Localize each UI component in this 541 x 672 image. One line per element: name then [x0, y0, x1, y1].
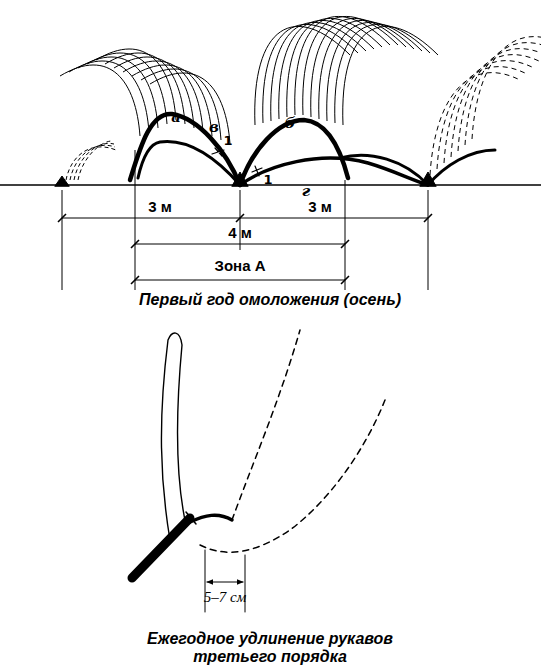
- shoot: [74, 143, 114, 180]
- part-letter: г: [302, 183, 310, 200]
- thick-branch: [428, 150, 495, 185]
- cut-mark: [252, 166, 262, 176]
- shoot: [437, 67, 527, 169]
- shoot: [150, 73, 230, 144]
- dashed-shoot: [232, 330, 300, 520]
- part-letter: в: [209, 119, 219, 136]
- dashed-shoot: [200, 400, 385, 552]
- shoot: [303, 16, 398, 115]
- extension-line: [62, 150, 428, 290]
- zone-label: Зона А: [215, 257, 266, 274]
- dimension-lines: [58, 150, 432, 290]
- shoot: [87, 53, 167, 124]
- shoot: [343, 26, 438, 125]
- shoot: [60, 65, 140, 136]
- shoot: [96, 49, 176, 120]
- shoot: [430, 73, 520, 175]
- thick-branch: [130, 114, 240, 185]
- part-letter: б: [285, 115, 296, 132]
- dimension-tick: [58, 214, 432, 284]
- shoot: [465, 43, 541, 145]
- dimension: 3 м: [308, 198, 332, 215]
- shoot: [69, 61, 149, 132]
- stump: [232, 172, 248, 186]
- shoot: [444, 61, 534, 163]
- shoot: [78, 57, 158, 128]
- dimension: 3 м: [148, 198, 172, 215]
- thick-branch: [138, 142, 240, 185]
- shoot: [66, 147, 116, 180]
- dimension-line: [135, 280, 345, 281]
- detail-figure: [132, 330, 385, 612]
- thick-branch: [132, 518, 190, 578]
- shoot: [70, 145, 115, 180]
- stump: [55, 176, 69, 186]
- shoot: [458, 49, 541, 151]
- figure-caption: Первый год омоложения (осень): [60, 291, 480, 309]
- part-letter: а: [171, 109, 181, 126]
- callout-number: 1: [263, 173, 272, 188]
- shoot: [78, 141, 113, 180]
- shoot: [311, 18, 406, 117]
- figure-caption: Ежегодное удлинение рукавов третьего пор…: [120, 630, 420, 667]
- branch: [190, 515, 232, 522]
- shoot: [335, 24, 430, 123]
- shoot: [141, 69, 221, 140]
- cut-mark: [212, 148, 224, 156]
- shoot: [161, 333, 186, 540]
- callout-number: 1: [223, 134, 232, 149]
- shoot: [295, 16, 390, 115]
- stump: [420, 172, 436, 186]
- shoot: [327, 22, 422, 121]
- dimension-line: [62, 218, 428, 219]
- shoot: [472, 37, 541, 139]
- shoot: [451, 55, 541, 157]
- dimension-line: [207, 582, 243, 583]
- dimension: 5–7 см: [204, 589, 246, 606]
- thick-branch: [340, 155, 428, 185]
- dimension: 4 м: [228, 224, 252, 241]
- shoot: [319, 20, 414, 119]
- dimension-line: [135, 244, 345, 245]
